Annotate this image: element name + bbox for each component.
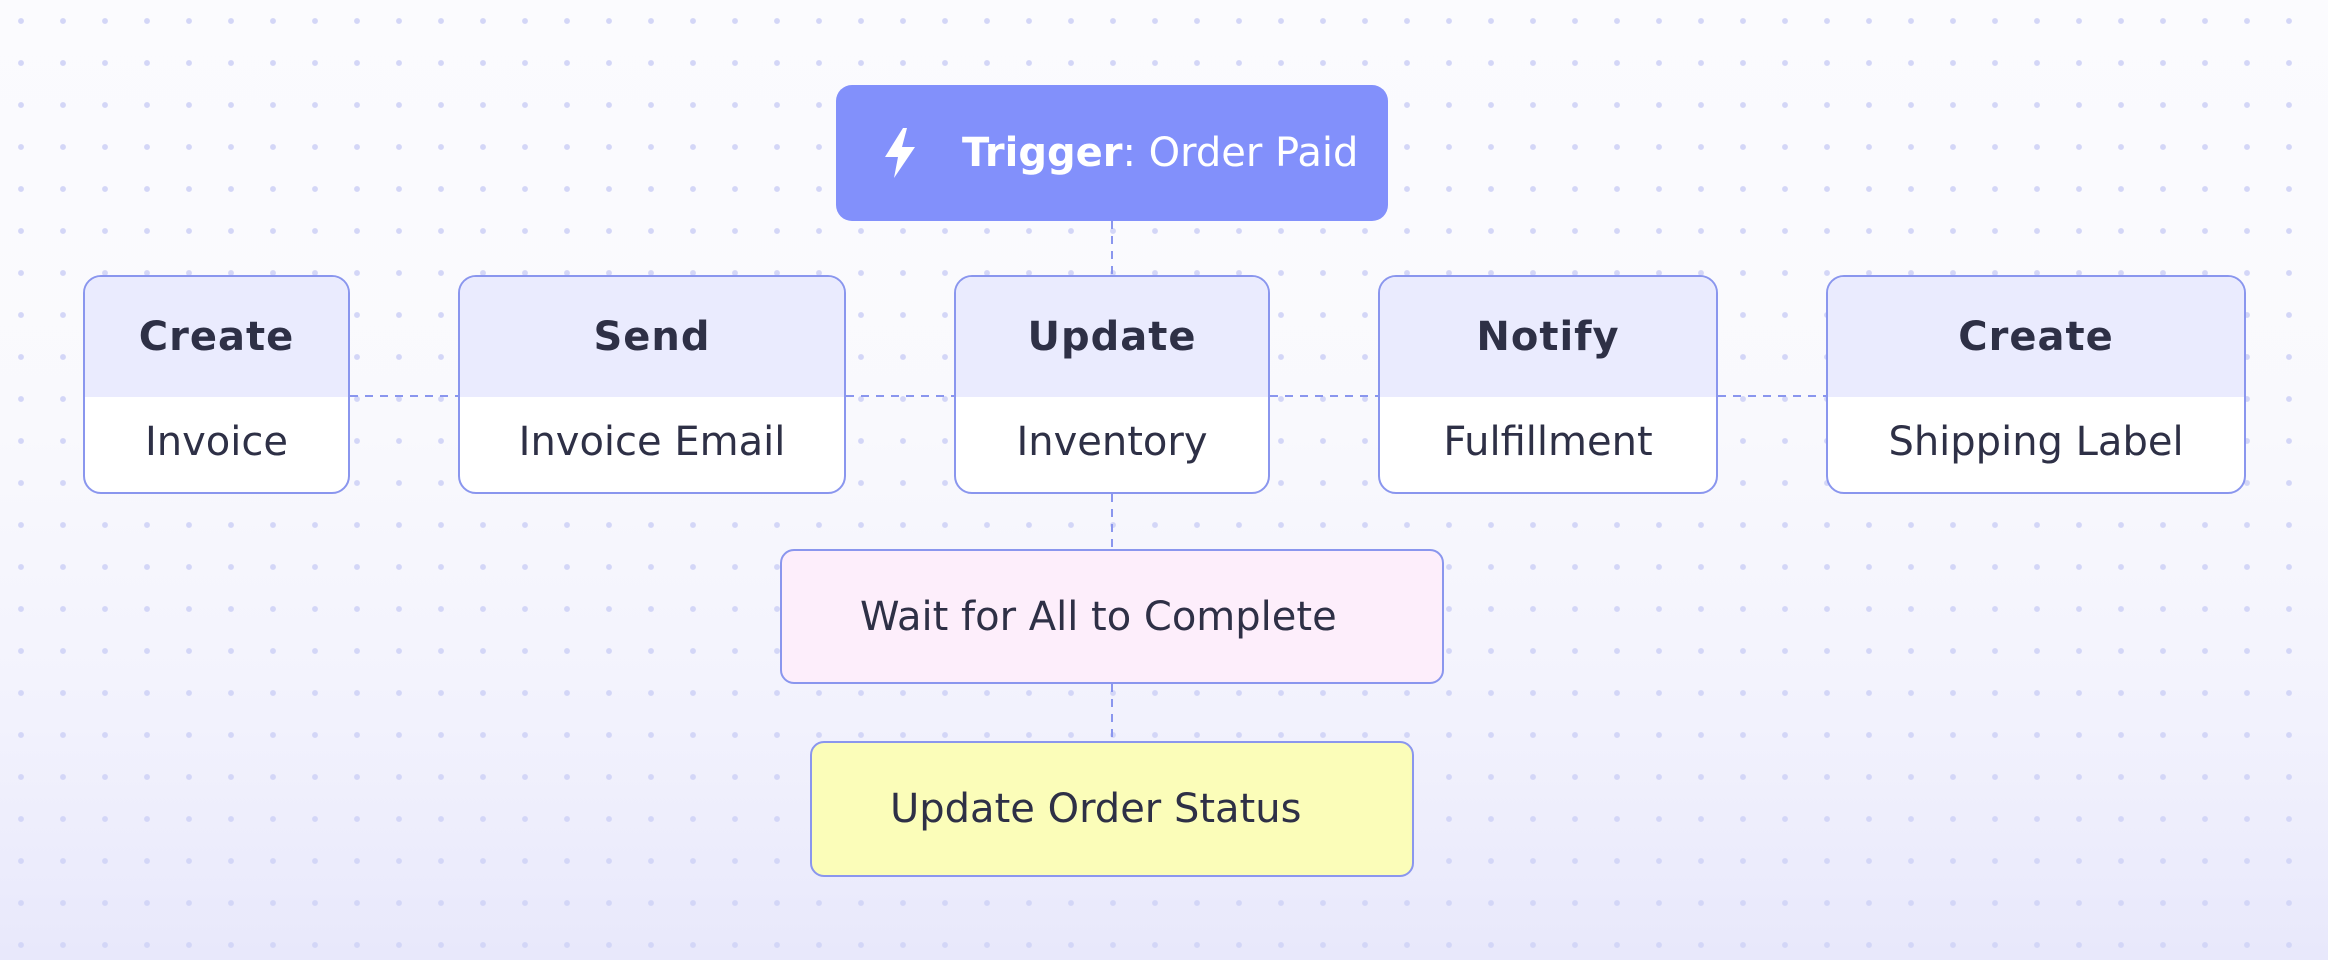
step-create-invoice[interactable]: Create Invoice (83, 275, 350, 494)
trigger-node[interactable]: Trigger: Order Paid (836, 85, 1388, 221)
final-node[interactable]: Update Order Status (810, 741, 1414, 877)
step-title: Create (1828, 277, 2244, 397)
step-detail: Invoice Email (518, 418, 786, 465)
step-create-shipping-label[interactable]: Create Shipping Label (1826, 275, 2246, 494)
step-title: Update (956, 277, 1268, 397)
step-title: Notify (1380, 277, 1716, 397)
trigger-keyword: Trigger (962, 130, 1123, 176)
step-notify-fulfillment[interactable]: Notify Fulfillment (1378, 275, 1718, 494)
join-node[interactable]: Wait for All to Complete (780, 549, 1444, 684)
step-detail: Shipping Label (1888, 418, 2184, 465)
step-update-inventory[interactable]: Update Inventory (954, 275, 1270, 494)
trigger-event: Order Paid (1148, 130, 1359, 176)
step-detail: Inventory (1016, 418, 1208, 465)
step-detail: Invoice (144, 418, 288, 465)
join-label: Wait for All to Complete (860, 593, 1337, 640)
step-detail: Fulfillment (1443, 418, 1653, 465)
step-title: Create (85, 277, 348, 397)
lightning-bolt-icon (885, 128, 915, 178)
step-send-invoice-email[interactable]: Send Invoice Email (458, 275, 846, 494)
trigger-label: Trigger: Order Paid (962, 130, 1358, 176)
final-label: Update Order Status (890, 786, 1302, 832)
trigger-separator: : (1122, 130, 1136, 176)
step-title: Send (460, 277, 844, 397)
